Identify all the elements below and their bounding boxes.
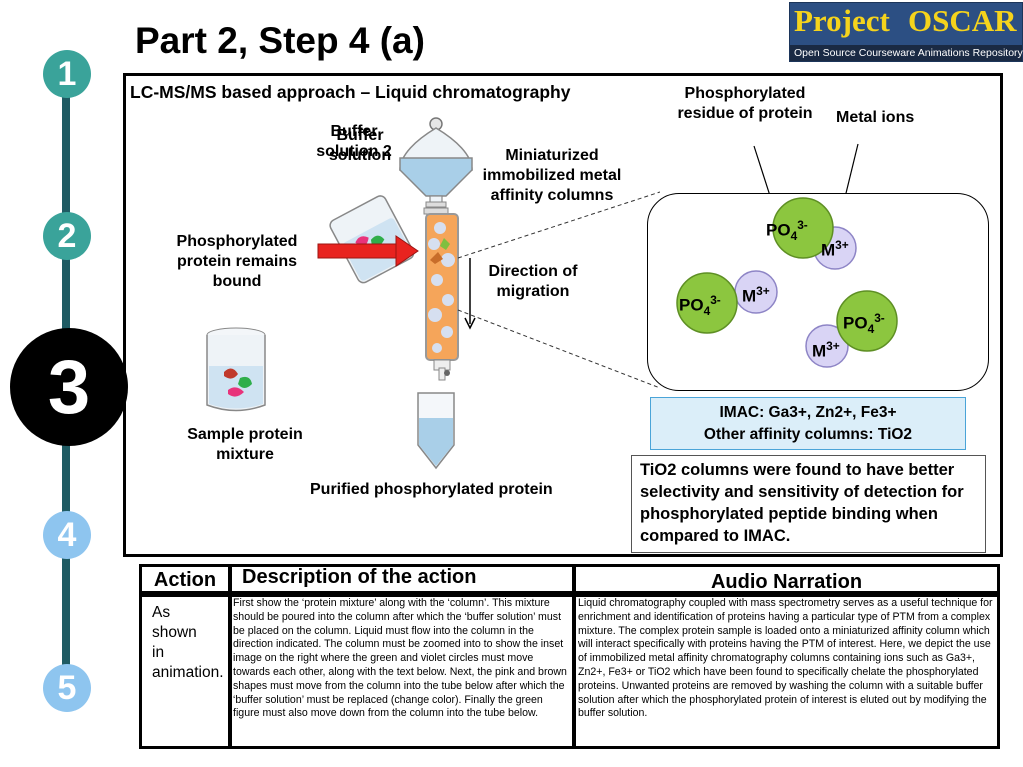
metal-label: M3+ [742, 284, 770, 306]
logo-bar [790, 45, 1022, 61]
logo-word-project: Project [794, 3, 890, 38]
purified-protein-label: Purified phosphorylated protein [310, 481, 553, 498]
pouring-beaker [329, 195, 415, 284]
po4-group [772, 197, 834, 259]
phospho-residue-label: Phosphorylated residue of protein [677, 85, 813, 122]
imac-line-2: Other affinity columns: TiO2 [703, 426, 913, 443]
logo-word-oscar: OSCAR [908, 3, 1017, 38]
action-header-cell: Action [139, 564, 231, 594]
description-cell: First show the ‘protein mixture’ along w… [229, 594, 575, 749]
description-text: First show the ‘protein mixture’ along w… [233, 597, 567, 720]
metal-ion [805, 324, 849, 368]
audio-cell: Liquid chromatography coupled with mass … [573, 594, 1000, 749]
tio2-note: TiO2 columns were found to have better s… [631, 455, 986, 553]
direction-arrow [464, 258, 476, 330]
step-3-indicator[interactable]: 3 [10, 328, 128, 446]
step-1-indicator[interactable]: 1 [43, 50, 91, 98]
apparatus-drawing [206, 117, 660, 470]
project-oscar-logo: Project OSCAR Open Source Courseware Ani… [789, 2, 1023, 62]
action-cell: As shown in animation. [139, 594, 231, 749]
description-header-cell: Description of the action [229, 564, 575, 594]
po4-group [676, 272, 738, 334]
audio-header-cell: Audio Narration [573, 564, 1000, 594]
step-5-indicator[interactable]: 5 [43, 664, 91, 712]
audio-text: Liquid chromatography coupled with mass … [578, 597, 993, 720]
po4-label: PO43- [766, 218, 808, 244]
page-title: Part 2, Step 4 (a) [135, 20, 425, 61]
metal-label: M3+ [812, 339, 840, 361]
track-tick [56, 45, 76, 49]
buffer-solution-label: Buffer solution [328, 127, 392, 164]
buffer-solution-2-label: Buffer solution 2 [316, 123, 392, 160]
po4-group [836, 290, 898, 352]
affinity-column [423, 207, 459, 381]
imac-line-1: IMAC: Ga3+, Zn2+, Fe3+ [719, 404, 897, 421]
diagram-panel [123, 73, 1003, 557]
description-header: Description of the action [242, 566, 477, 588]
metal-ions-label: Metal ions [836, 109, 915, 126]
binding-inset-drawing [676, 197, 898, 368]
sample-beaker [206, 327, 266, 412]
po4-label: PO43- [843, 311, 885, 337]
column-label: Miniaturized immobilized metal affinity … [482, 147, 622, 204]
imac-box: IMAC: Ga3+, Zn2+, Fe3+ Other affinity co… [650, 397, 966, 450]
step-4-indicator[interactable]: 4 [43, 511, 91, 559]
bound-protein-label: Phosphorylated protein remains bound [176, 233, 298, 290]
buffer-funnel [399, 117, 473, 211]
po4-label: PO43- [679, 293, 721, 319]
action-text: As shown in animation. [152, 604, 224, 681]
metal-label: M3+ [821, 238, 849, 260]
action-header: Action [153, 569, 217, 591]
collection-tube [417, 392, 455, 470]
bound-arrow [317, 235, 419, 267]
step-2-indicator[interactable]: 2 [43, 212, 91, 260]
logo-tagline: Open Source Courseware Animations Reposi… [794, 47, 1023, 59]
zoom-line [457, 191, 660, 259]
sample-mixture-label: Sample protein mixture [187, 426, 303, 463]
audio-header: Audio Narration [710, 571, 863, 593]
diagram-heading: LC-MS/MS based approach – Liquid chromat… [130, 82, 571, 102]
zoom-line [457, 309, 660, 389]
direction-label: Direction of migration [488, 263, 578, 300]
